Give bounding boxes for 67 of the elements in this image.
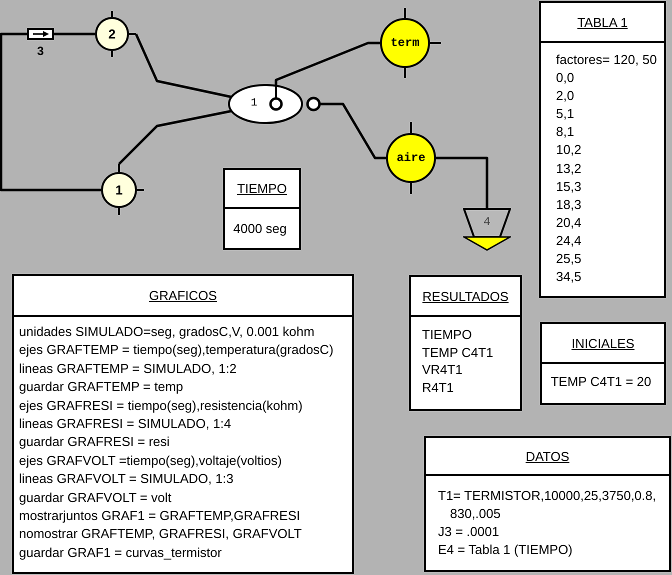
info-panel bbox=[540, 322, 666, 405]
trapezoid-symbol bbox=[463, 208, 511, 251]
panel-line: lineas GRAFVOLT = SIMULADO, 1:3 bbox=[19, 470, 234, 488]
node-circle bbox=[101, 164, 144, 215]
panel-line: 34,5 bbox=[556, 268, 582, 286]
node-label: term bbox=[390, 37, 420, 49]
panel-line: 0,0 bbox=[556, 69, 574, 88]
panel-line: 2,0 bbox=[556, 87, 574, 106]
panel-line: factores= 120, 50 bbox=[556, 51, 657, 69]
panel-line: unidades SIMULADO=seg, gradosC,V, 0.001 kohm bbox=[19, 323, 314, 341]
node-label: 4 bbox=[483, 216, 491, 228]
node-label: 1 bbox=[115, 184, 123, 196]
node-circle bbox=[386, 122, 436, 194]
panel-line: 25,5 bbox=[556, 250, 582, 268]
connector-line bbox=[436, 156, 488, 208]
panel-line: ejes GRAFRESI = tiempo(seg),resistencia(kohm) bbox=[19, 396, 303, 415]
panel-line: TEMP C4T1 bbox=[422, 344, 494, 362]
panel-line: guardar GRAFRESI = resi bbox=[19, 433, 170, 452]
node-number: 3 bbox=[37, 45, 44, 58]
panel-line: J3 = .0001 bbox=[438, 523, 500, 541]
panel-line: nomostrar GRAFTEMP, GRAFRESI, GRAFVOLT bbox=[19, 525, 302, 544]
panel-line: R4T1 bbox=[422, 379, 454, 397]
panel-heading: TABLA 1 bbox=[577, 14, 628, 30]
node-label: 2 bbox=[108, 28, 116, 40]
panel-line: 5,1 bbox=[556, 105, 574, 124]
panel-line: lineas GRAFTEMP = SIMULADO, 1:2 bbox=[19, 360, 237, 378]
panel-heading: DATOS bbox=[526, 448, 570, 464]
panel-line: VR4T1 bbox=[422, 361, 462, 380]
panel-heading: GRAFICOS bbox=[149, 288, 217, 303]
info-panel bbox=[539, 1, 666, 298]
info-panel bbox=[424, 436, 671, 572]
panel-line: 8,1 bbox=[556, 123, 574, 142]
node-circle bbox=[95, 11, 136, 57]
panel-line: TEMP C4T1 = 20 bbox=[550, 373, 652, 391]
info-panel bbox=[12, 274, 354, 574]
node-label: aire bbox=[396, 152, 426, 164]
panel-line: E4 = Tabla 1 (TIEMPO) bbox=[438, 541, 573, 559]
panel-line: T1= TERMISTOR,10000,25,3750,0.8, 830,.005 bbox=[438, 487, 658, 523]
panel-line: lineas GRAFRESI = SIMULADO, 1:4 bbox=[19, 415, 232, 434]
panel-line: ejes GRAFTEMP = tiempo(seg),temperatura(gradosC) bbox=[19, 341, 334, 360]
panel-line: guardar GRAF1 = curvas_termistor bbox=[19, 544, 222, 562]
connector-line bbox=[0, 32, 101, 192]
panel-line: 24,4 bbox=[556, 232, 582, 250]
connector-line bbox=[274, 42, 380, 86]
panel-line: 20,4 bbox=[556, 214, 582, 232]
panel-line: TIEMPO bbox=[422, 326, 472, 344]
node-circle bbox=[380, 8, 441, 78]
info-panel bbox=[223, 168, 301, 250]
panel-line: 10,2 bbox=[556, 141, 582, 160]
connector-line bbox=[54, 32, 95, 36]
panel-line: 13,2 bbox=[556, 160, 582, 178]
panel-line: 4000 seg bbox=[233, 220, 287, 238]
connector-line bbox=[134, 34, 232, 98]
panel-line: ejes GRAFVOLT =tiempo(seg),voltaje(voltios) bbox=[19, 452, 282, 470]
panel-line: 18,3 bbox=[556, 196, 582, 214]
panel-heading: TIEMPO bbox=[237, 181, 287, 196]
panel-line: guardar GRAFVOLT = volt bbox=[19, 488, 172, 507]
panel-line: 15,3 bbox=[556, 178, 582, 196]
panel-heading: RESULTADOS bbox=[422, 288, 509, 304]
connector-line bbox=[118, 110, 232, 165]
info-panel bbox=[409, 275, 522, 411]
panel-line: mostrarjuntos GRAF1 = GRAFTEMP,GRAFRESI bbox=[19, 507, 300, 526]
component-ellipse bbox=[228, 84, 321, 124]
panel-line: guardar GRAFTEMP = temp bbox=[19, 378, 184, 396]
connector-line bbox=[320, 102, 386, 160]
panel-heading: INICIALES bbox=[572, 336, 634, 350]
node-label: 1 bbox=[250, 98, 258, 110]
